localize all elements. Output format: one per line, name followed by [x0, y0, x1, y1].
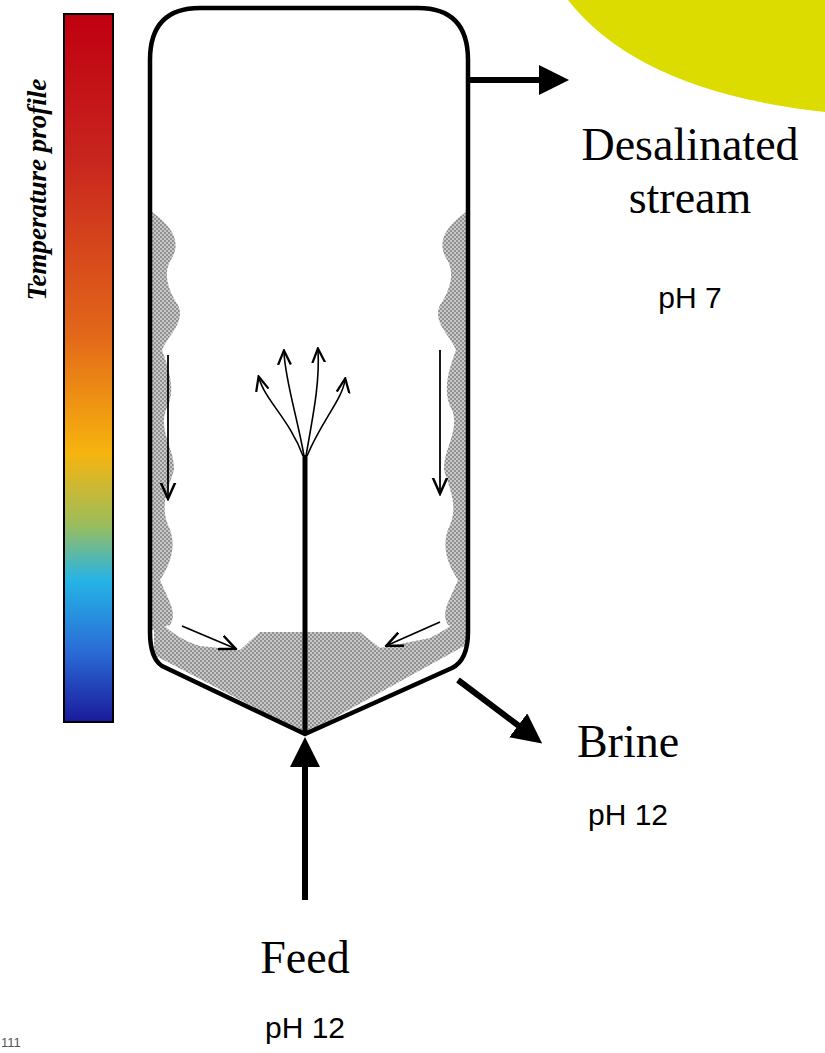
- spray-arrow: [259, 350, 345, 456]
- salt-deposit: [152, 212, 466, 734]
- stream-label: Desalinated stream: [555, 119, 825, 225]
- ph-label: pH 12: [553, 798, 703, 833]
- temperature-bar: [64, 14, 113, 722]
- ph-label: pH 12: [230, 1011, 380, 1046]
- feed-pipe: [302, 746, 308, 900]
- corner-disc: [568, 0, 825, 112]
- stream-label: Brine: [528, 716, 728, 769]
- feed-pipe: [303, 455, 308, 735]
- page-number: 111: [1, 1036, 27, 1051]
- stream-label: Feed: [205, 932, 405, 985]
- ph-label: pH 7: [615, 281, 765, 316]
- outlet-arrow: [468, 77, 560, 83]
- vessel-outline: [150, 8, 468, 734]
- axis-title: Temperature profile: [22, 20, 53, 360]
- outlet-arrow: [458, 680, 535, 738]
